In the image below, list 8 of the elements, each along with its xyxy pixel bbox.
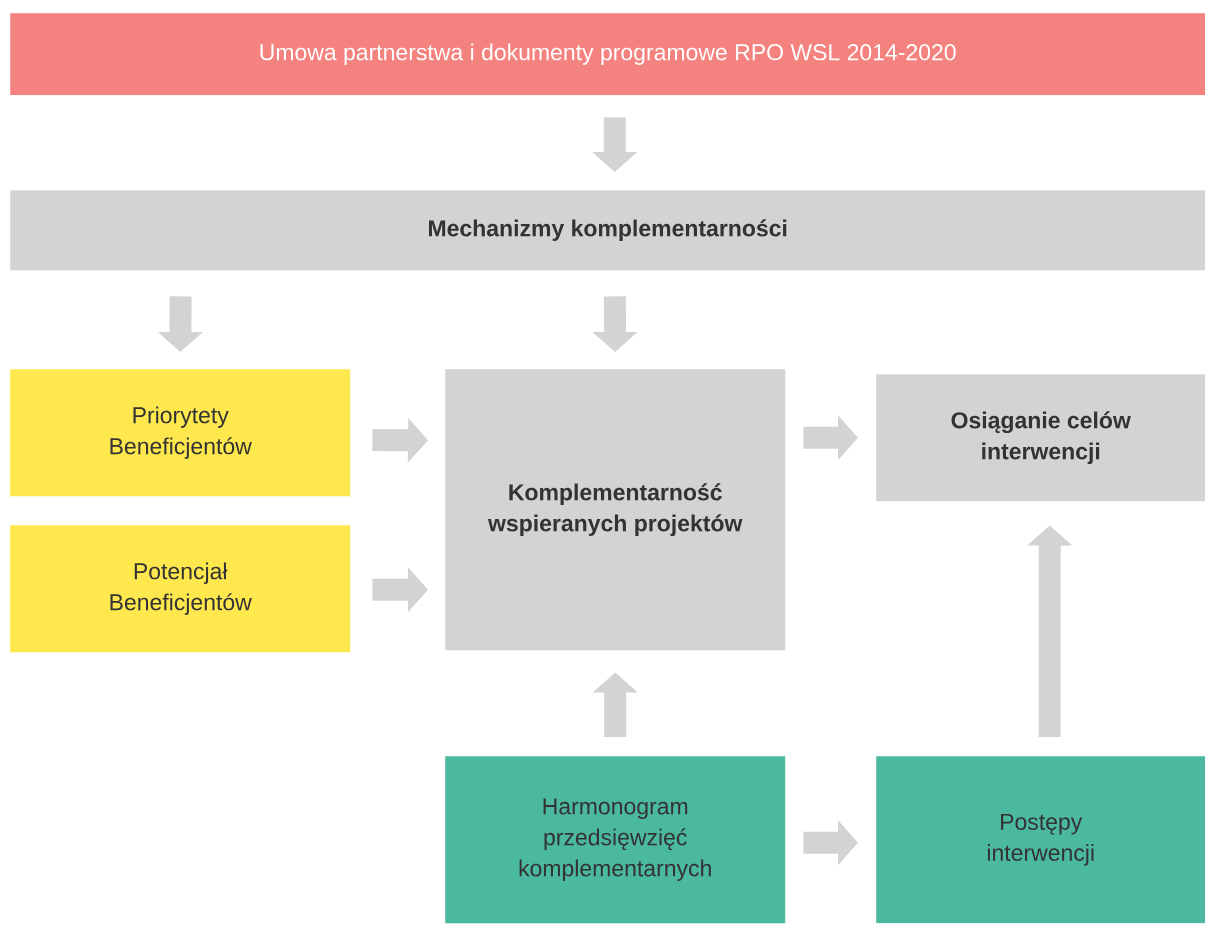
progress-box: Postępy interwencji — [876, 756, 1205, 924]
header-band: Mechanizmy komplementarności — [10, 190, 1205, 271]
central-box: Komplementarność wspieranych projektów — [445, 369, 786, 651]
input-box: Potencjał Beneficjentów — [10, 525, 351, 653]
schedule-box: Harmonogram przedsięwzięć komplementarnych — [445, 756, 786, 924]
outcome-box: Osiąganie celów interwencji — [876, 374, 1205, 502]
title-band: Umowa partnerstwa i dokumenty programowe RPO WSL 2014-2020 — [10, 13, 1205, 96]
input-box: Priorytety Beneficjentów — [10, 369, 351, 497]
